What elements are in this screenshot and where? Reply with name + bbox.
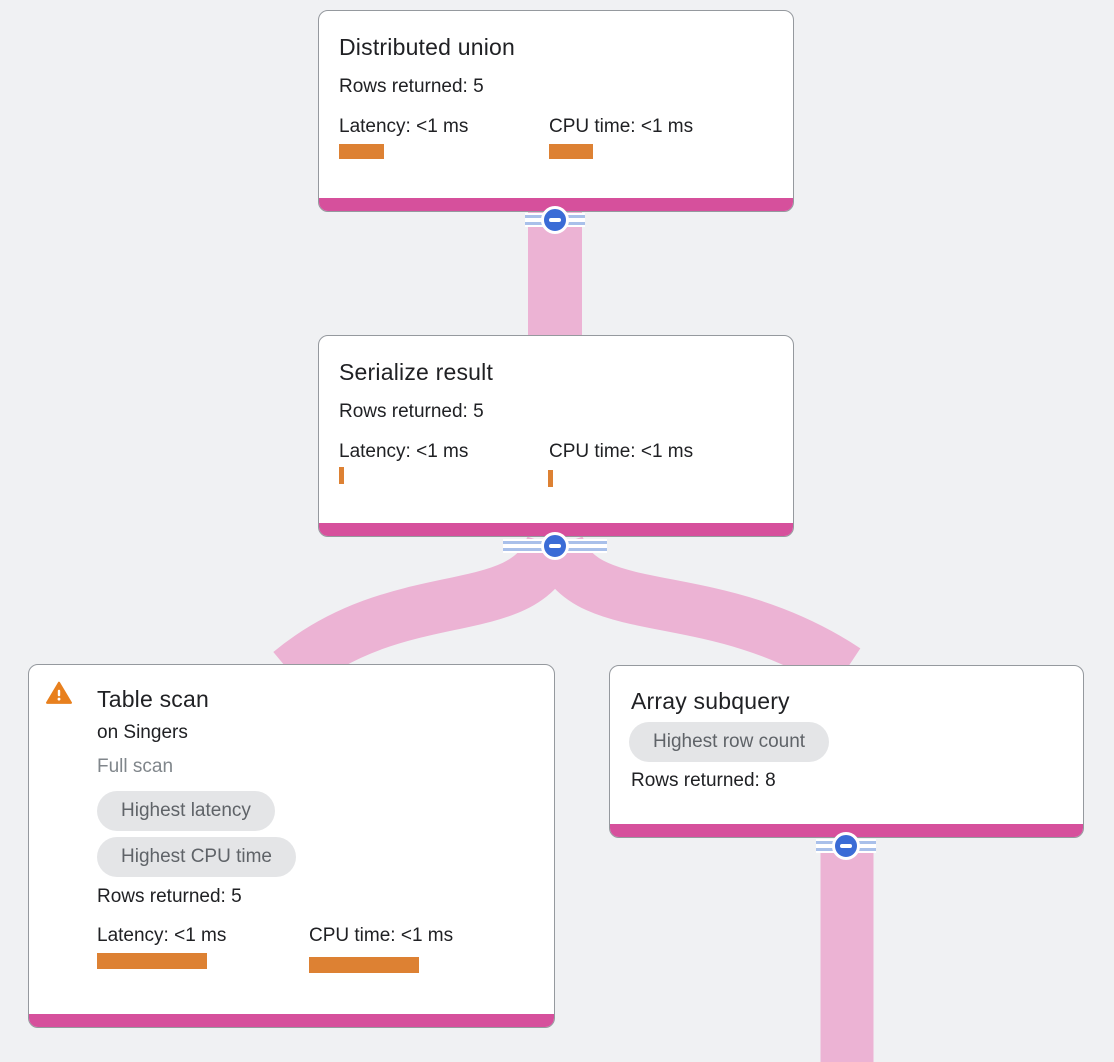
node-title: Array subquery	[631, 688, 790, 714]
node-array-subquery[interactable]: Array subquery Highest row count Rows re…	[609, 665, 1084, 838]
node-table-scan[interactable]: Table scan on Singers Full scan Highest …	[28, 664, 555, 1028]
node-accent-bar	[319, 198, 793, 211]
node-title: Serialize result	[339, 359, 494, 385]
latency-label: Latency: <1 ms	[97, 925, 227, 946]
badge-highest-latency: Highest latency	[97, 791, 275, 831]
scan-type-text: Full scan	[97, 756, 174, 777]
minus-icon	[832, 832, 860, 860]
badge-highest-cpu-time: Highest CPU time	[97, 837, 296, 877]
badge-highest-row-count: Highest row count	[629, 722, 830, 762]
node-accent-bar	[29, 1014, 554, 1027]
node-accent-bar	[610, 824, 1083, 837]
rows-returned-text: Rows returned: 5	[97, 886, 242, 907]
node-distributed-union[interactable]: Distributed union Rows returned: 5 Laten…	[318, 10, 794, 212]
cpu-time-bar	[309, 957, 419, 973]
rows-returned-text: Rows returned: 5	[339, 401, 484, 422]
edge-serialize-result-to-array-subquery	[533, 534, 861, 692]
latency-label: Latency: <1 ms	[339, 116, 469, 137]
node-title: Table scan	[97, 686, 209, 712]
rows-returned-text: Rows returned: 8	[631, 770, 776, 791]
cpu-time-bar	[549, 144, 593, 159]
edge-serialize-result-to-table-scan	[273, 534, 577, 693]
warning-triangle-icon	[46, 681, 72, 704]
node-accent-bar	[319, 523, 793, 536]
node-serialize-result[interactable]: Serialize result Rows returned: 5 Latenc…	[318, 335, 794, 537]
latency-label: Latency: <1 ms	[339, 441, 469, 462]
latency-bar	[339, 467, 344, 484]
cpu-time-label: CPU time: <1 ms	[549, 116, 694, 137]
minus-icon	[541, 532, 569, 560]
collapse-serialize-result-button[interactable]	[503, 532, 607, 560]
collapse-distributed-union-button[interactable]	[525, 206, 585, 234]
latency-bar	[339, 144, 384, 159]
cpu-time-label: CPU time: <1 ms	[309, 925, 454, 946]
rows-returned-text: Rows returned: 5	[339, 76, 484, 97]
collapse-array-subquery-button[interactable]	[816, 832, 876, 860]
node-title: Distributed union	[339, 34, 516, 60]
scan-target-text: on Singers	[97, 722, 188, 743]
cpu-time-label: CPU time: <1 ms	[549, 441, 694, 462]
latency-bar	[97, 953, 207, 969]
minus-icon	[541, 206, 569, 234]
cpu-time-bar	[548, 470, 553, 487]
